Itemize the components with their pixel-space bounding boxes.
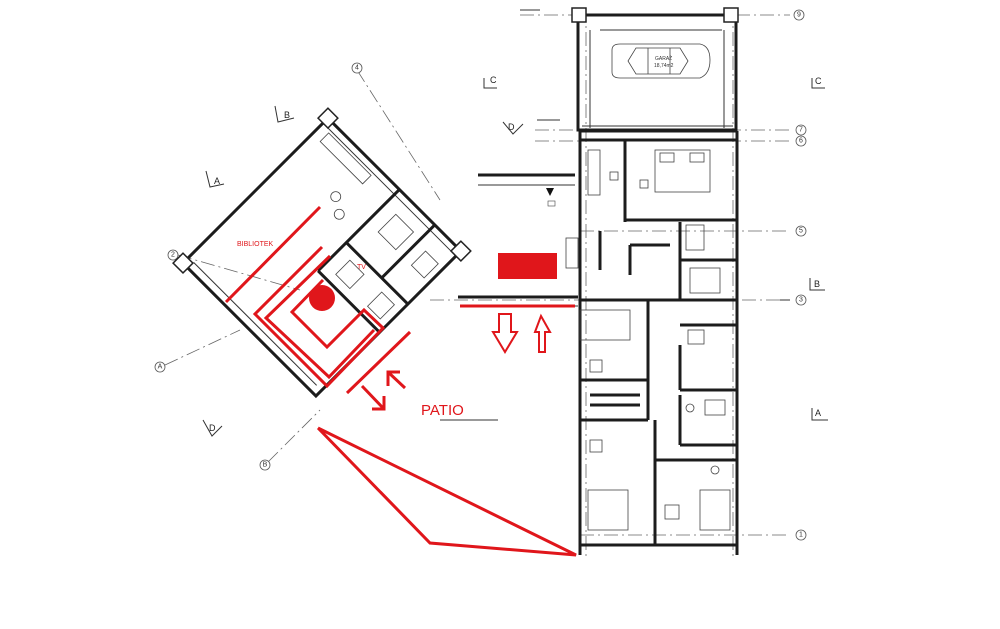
svg-text:B: B bbox=[814, 279, 820, 289]
bed-icon bbox=[654, 149, 711, 193]
grid-axis-5-bubble: 5 bbox=[795, 225, 807, 237]
svg-text:1: 1 bbox=[799, 532, 803, 539]
section-marker-c-right: C bbox=[811, 76, 825, 89]
patio-outline bbox=[316, 426, 577, 557]
library-wall-highlight bbox=[224, 205, 322, 304]
right-wing-furniture bbox=[579, 149, 731, 531]
section-marker-b-right: B bbox=[809, 278, 825, 291]
svg-text:3: 3 bbox=[799, 297, 803, 304]
connector-corridor bbox=[458, 173, 579, 307]
svg-text:A: A bbox=[815, 408, 821, 418]
left-wing bbox=[172, 107, 472, 399]
svg-text:6: 6 bbox=[799, 138, 803, 145]
svg-text:A: A bbox=[214, 176, 220, 186]
svg-text:7: 7 bbox=[799, 127, 803, 134]
section-marker-a-right: A bbox=[811, 408, 828, 421]
dining-table bbox=[498, 253, 557, 279]
svg-text:B: B bbox=[263, 462, 268, 469]
section-marker-c-left: C bbox=[483, 75, 497, 89]
garage-name: GARAŻ bbox=[655, 55, 672, 62]
svg-text:B: B bbox=[284, 110, 290, 120]
car-icon bbox=[611, 43, 711, 79]
section-marker-d-bottom: D bbox=[202, 419, 223, 437]
entrance-arrow-icon bbox=[546, 188, 554, 196]
grid-axis-a-bubble: A bbox=[154, 361, 166, 373]
svg-text:A: A bbox=[158, 364, 163, 371]
arrow-down-icon bbox=[491, 313, 519, 354]
grid-axis-7-bubble: 7 bbox=[795, 124, 807, 136]
grid-axis-4-bubble: 4 bbox=[351, 62, 363, 74]
garage: GARAŻ 18,74m2 bbox=[571, 7, 739, 132]
svg-text:D: D bbox=[508, 122, 515, 132]
svg-text:C: C bbox=[490, 75, 497, 85]
grid-axis-b-bubble: B bbox=[259, 459, 271, 471]
section-marker-b-top: B bbox=[274, 105, 295, 123]
section-marker-d-top: D bbox=[502, 121, 524, 135]
grid-axis-1-bubble: 1 bbox=[795, 529, 807, 541]
library-label: BIBLIOTEK bbox=[237, 241, 274, 248]
fireplace-marker-icon bbox=[309, 285, 335, 311]
grid-axis-3-bubble: 3 bbox=[795, 294, 807, 306]
grid-axis-9-bubble: 9 bbox=[793, 9, 805, 21]
svg-text:2: 2 bbox=[171, 252, 175, 259]
arrow-diagonal-out-icon bbox=[360, 384, 386, 411]
patio-label: PATIO bbox=[421, 402, 464, 419]
svg-text:5: 5 bbox=[799, 228, 803, 235]
section-marker-a-top: A bbox=[205, 170, 225, 188]
svg-text:9: 9 bbox=[797, 12, 801, 19]
garage-area: 18,74m2 bbox=[654, 63, 674, 69]
patio-glazing-left bbox=[345, 330, 412, 395]
seating-spiral-inner bbox=[263, 254, 376, 380]
svg-text:4: 4 bbox=[355, 65, 359, 72]
seating-spiral bbox=[252, 245, 386, 389]
right-wing-walls bbox=[578, 129, 739, 555]
grid-axis-6-bubble: 6 bbox=[795, 135, 807, 147]
svg-text:C: C bbox=[815, 76, 822, 86]
grid-axis-2-bubble: 2 bbox=[167, 249, 179, 261]
arrow-diagonal-in-icon bbox=[386, 370, 407, 390]
svg-text:D: D bbox=[209, 423, 216, 433]
grid-lines bbox=[164, 8, 790, 560]
arrow-up-icon bbox=[533, 313, 552, 353]
tv-label: TV bbox=[357, 264, 366, 271]
